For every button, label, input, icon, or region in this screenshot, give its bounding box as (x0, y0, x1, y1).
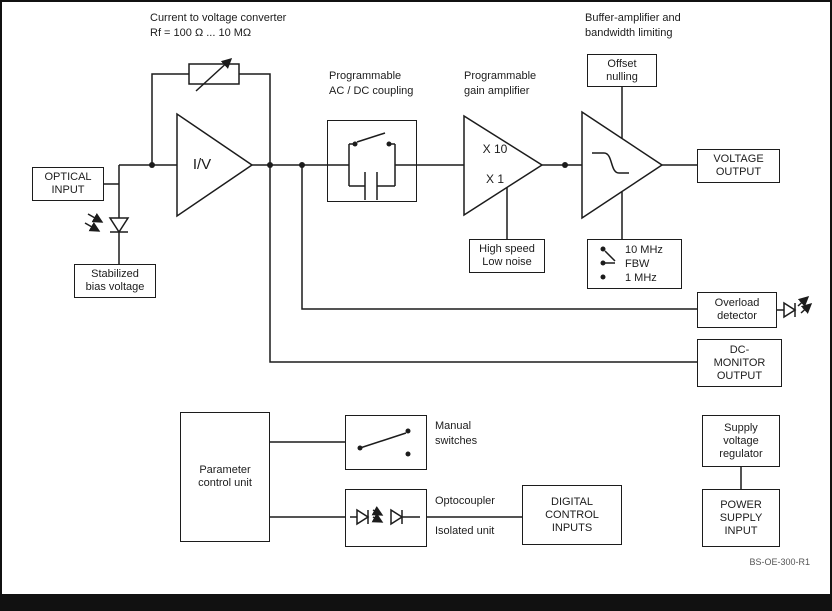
voltage-output-block: VOLTAGE OUTPUT (697, 149, 780, 183)
manual-switches-label: Manual switches (435, 420, 478, 447)
gain-x10-label: X 10 (482, 142, 508, 156)
variable-resistor-symbol (188, 57, 240, 92)
led-indicator-symbol (783, 295, 813, 319)
digital-control-block: DIGITAL CONTROL INPUTS (522, 485, 622, 545)
high-speed-block: High speed Low noise (469, 239, 545, 273)
iv-amplifier-triangle (176, 112, 254, 218)
manual-switch-symbol (357, 428, 411, 457)
part-number-label: BS-OE-300-R1 (749, 557, 810, 567)
bottom-frame-bar (2, 594, 830, 609)
coupling-block (327, 120, 417, 202)
lowpass-curve-icon (592, 152, 629, 174)
photodiode-symbol (84, 212, 130, 234)
optocoupler-block (345, 489, 427, 547)
coupling-symbol (348, 132, 396, 200)
fbw-switch-block (587, 239, 682, 289)
gain-x1-label: X 1 (485, 172, 504, 186)
converter-annotation: Current to voltage converter Rf = 100 Ω … (150, 12, 287, 39)
stabilized-bias-block: Stabilized bias voltage (74, 264, 156, 298)
iv-amplifier-label: I/V (192, 156, 212, 173)
optocoupler-label: Optocoupler (435, 495, 495, 507)
manual-switches-block (345, 415, 427, 470)
power-supply-block: POWER SUPPLY INPUT (702, 489, 780, 547)
gain-amplifier-triangle (463, 114, 544, 217)
supply-regulator-block: Supply voltage regulator (702, 415, 780, 467)
overload-detector-block: Overload detector (697, 292, 777, 328)
optocoupler-symbol (350, 506, 420, 526)
parameter-control-block: Parameter control unit (180, 412, 270, 542)
isolated-unit-label: Isolated unit (435, 525, 495, 537)
buffer-annotation: Buffer-amplifier and bandwidth limiting (585, 12, 681, 39)
fbw-switch-symbol (600, 246, 616, 280)
gain-annotation: Programmable gain amplifier (464, 70, 537, 97)
dc-monitor-block: DC- MONITOR OUTPUT (697, 339, 782, 387)
buffer-amplifier-triangle (581, 110, 664, 220)
fbw-options-label: 10 MHz FBW 1 MHz (625, 244, 663, 284)
optical-input-block: OPTICAL INPUT (32, 167, 104, 201)
junction-dots (149, 162, 568, 168)
coupling-annotation: Programmable AC / DC coupling (329, 70, 414, 97)
offset-nulling-block: Offset nulling (587, 54, 657, 87)
